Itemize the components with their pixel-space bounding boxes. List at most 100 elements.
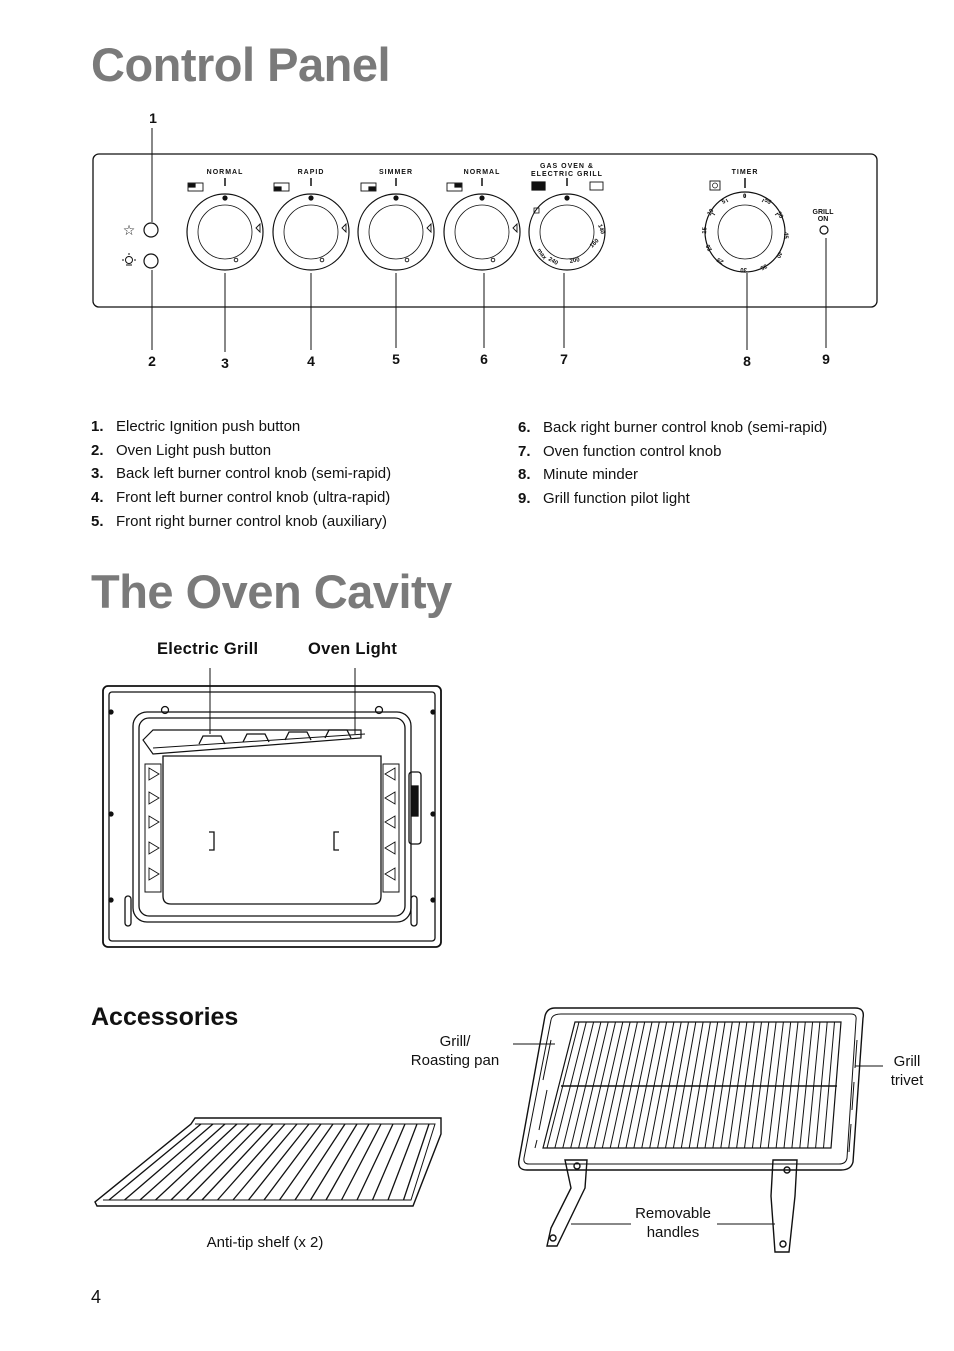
control-panel-diagram: 1 2 3 4 5 6 7 8 9 ☆ NORMAL RA bbox=[92, 110, 878, 371]
oven-cavity-diagram bbox=[102, 668, 442, 948]
trivet-wire bbox=[759, 1021, 777, 1149]
trivet-wire bbox=[680, 1021, 704, 1149]
burner-knob-front-left[interactable] bbox=[272, 178, 350, 271]
legend-item: 9.Grill function pilot light bbox=[518, 490, 690, 508]
roasting-pan-label: Grill/ Roasting pan bbox=[410, 1033, 500, 1069]
trivet-wire bbox=[783, 1021, 799, 1149]
trivet-wire bbox=[546, 1021, 580, 1149]
panel-outline bbox=[92, 153, 878, 308]
shelf-wire bbox=[139, 1123, 226, 1201]
knob-label-rapid: RAPID bbox=[298, 169, 325, 176]
trivet-wire bbox=[578, 1021, 609, 1149]
shelf-wire bbox=[217, 1123, 286, 1201]
shelf-wire bbox=[309, 1123, 358, 1201]
trivet-wire bbox=[720, 1021, 741, 1149]
timer-scale-ticks bbox=[711, 194, 779, 216]
page-number: 4 bbox=[91, 1287, 102, 1307]
timer-num-40: 40 bbox=[774, 250, 783, 259]
shelf-wire bbox=[186, 1123, 262, 1201]
timer-num-25: 25 bbox=[716, 256, 725, 265]
oven-cavity-title: The Oven Cavity bbox=[91, 565, 452, 618]
grill-trivet-label: Grill trivet bbox=[890, 1053, 924, 1089]
trivet-wire bbox=[712, 1021, 733, 1149]
light-bulb-icon bbox=[122, 253, 136, 266]
minute-minder-knob[interactable] bbox=[704, 178, 786, 273]
accessories-title: Accessories bbox=[91, 1003, 239, 1031]
oven-dial-160: 160 bbox=[589, 238, 601, 250]
oven-light-button[interactable] bbox=[143, 253, 159, 269]
part-number-4: 4 bbox=[307, 353, 315, 369]
knob-label-simmer: SIMMER bbox=[379, 169, 413, 176]
oven-knob-label-2: ELECTRIC GRILL bbox=[531, 171, 603, 178]
legend-item: 6.Back right burner control knob (semi-r… bbox=[518, 419, 828, 436]
trivet-wire bbox=[641, 1021, 668, 1149]
timer-num-10: 10 bbox=[707, 208, 716, 217]
part-number-5: 5 bbox=[392, 351, 400, 367]
shelf-wire bbox=[108, 1123, 202, 1201]
burner-knob-back-right[interactable] bbox=[443, 178, 521, 271]
trivet-wire bbox=[593, 1021, 624, 1149]
removable-handles-label: Removable handles bbox=[635, 1205, 711, 1241]
shelf-wire bbox=[278, 1123, 334, 1201]
shelf-wire bbox=[325, 1123, 370, 1201]
shelf-wire bbox=[356, 1123, 394, 1201]
trivet-wire bbox=[562, 1021, 595, 1149]
timer-num-50: 50 bbox=[775, 211, 784, 220]
shelf-wire bbox=[170, 1123, 250, 1201]
oven-dial-200: 200 bbox=[569, 257, 581, 265]
timer-num-20: 20 bbox=[705, 243, 714, 252]
legend-item: 5.Front right burner control knob (auxil… bbox=[91, 512, 387, 530]
shelf-wire bbox=[201, 1123, 274, 1201]
ignition-spark-icon: ☆ bbox=[123, 222, 136, 238]
burner-knob-front-right[interactable] bbox=[357, 178, 435, 271]
burner-knob-back-left[interactable] bbox=[186, 178, 264, 271]
oven-function-knob[interactable] bbox=[528, 178, 606, 271]
trivet-wire bbox=[665, 1021, 689, 1149]
trivet-wire bbox=[586, 1021, 616, 1149]
oven-dial-240: 240 bbox=[547, 257, 559, 268]
legend-item: 4.Front left burner control knob (ultra-… bbox=[91, 489, 391, 507]
legend-item: 1.Electric Ignition push button bbox=[91, 418, 301, 435]
oven-knob-label-1: GAS OVEN & bbox=[540, 163, 594, 170]
legend-item: 2.Oven Light push button bbox=[91, 441, 272, 459]
shelf-wire bbox=[247, 1123, 310, 1201]
roasting-pan-diagram bbox=[513, 1007, 883, 1253]
trivet-wire bbox=[704, 1021, 726, 1149]
ignition-button[interactable] bbox=[143, 222, 159, 238]
knob-label-normal-2: NORMAL bbox=[464, 169, 501, 176]
timer-num-55: 55 bbox=[763, 198, 772, 207]
trivet-wire bbox=[617, 1021, 646, 1149]
trivet-wire bbox=[649, 1021, 675, 1149]
trivet-wire bbox=[744, 1021, 762, 1149]
timer-num-45: 45 bbox=[782, 232, 788, 239]
shelf-wire bbox=[340, 1123, 382, 1201]
shelf-wire bbox=[294, 1123, 346, 1201]
legend-right: 6.Back right burner control knob (semi-r… bbox=[518, 416, 827, 511]
grill-on-label-2: ON bbox=[818, 216, 829, 223]
anti-tip-shelf-diagram bbox=[94, 1117, 442, 1207]
oven-light-label: Oven Light bbox=[308, 640, 398, 658]
shelf-wire bbox=[155, 1123, 238, 1201]
timer-num-35: 35 bbox=[759, 262, 768, 271]
oven-dial-140: 140 bbox=[596, 224, 605, 236]
legend-item: 7.Oven function control knob bbox=[518, 442, 722, 460]
shelf-wire bbox=[124, 1123, 214, 1201]
anti-tip-shelf-label: Anti-tip shelf (x 2) bbox=[206, 1234, 324, 1251]
legend-item: 3.Back left burner control knob (semi-ra… bbox=[91, 465, 392, 483]
trivet-wire bbox=[609, 1021, 638, 1149]
legend-left: 1.Electric Ignition push button 2.Oven L… bbox=[91, 415, 391, 534]
trivet-wire bbox=[736, 1021, 755, 1149]
timer-num-5: 5 bbox=[721, 199, 727, 206]
trivet-wire bbox=[791, 1021, 806, 1149]
trivet-wire bbox=[696, 1021, 719, 1149]
timer-num-15: 15 bbox=[702, 226, 709, 234]
part-number-8: 8 bbox=[743, 353, 751, 369]
trivet-wire bbox=[807, 1021, 821, 1149]
trivet-wire bbox=[657, 1021, 682, 1149]
trivet-wire bbox=[751, 1021, 770, 1149]
shelf-wire bbox=[387, 1123, 418, 1201]
shelf-wire bbox=[371, 1123, 406, 1201]
legend-item: 8.Minute minder bbox=[518, 466, 639, 484]
trivet-wire bbox=[767, 1021, 784, 1149]
timer-num-0: 0 bbox=[743, 194, 747, 200]
